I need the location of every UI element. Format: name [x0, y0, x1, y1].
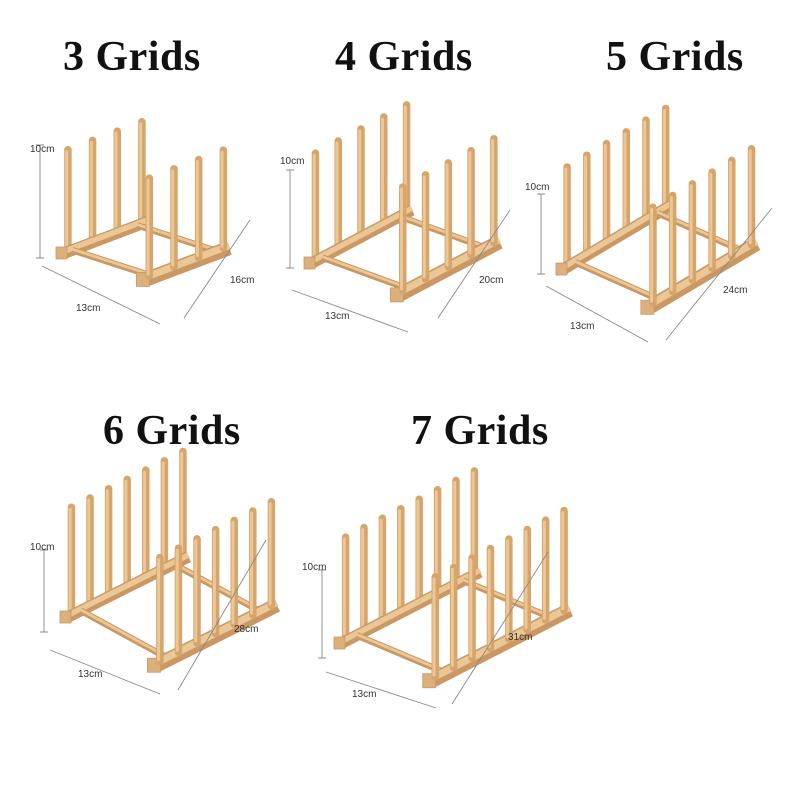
height-label-7: 10cm: [302, 562, 326, 573]
back-rail-highlight: [64, 552, 190, 619]
rail-end-cap: [555, 262, 568, 276]
width-label-6: 13cm: [78, 669, 102, 680]
height-label-4: 10cm: [280, 156, 304, 167]
length-label-3: 16cm: [230, 275, 254, 286]
cross-dowel-highlight: [574, 260, 662, 301]
cross-dowel-highlight: [321, 255, 411, 290]
height-label-3: 10cm: [30, 144, 54, 155]
cross-dowel-highlight: [71, 247, 155, 277]
dimension-lines-3: [36, 144, 251, 325]
dimension-lines-7: [318, 551, 549, 709]
rack-4-grids-frame: [303, 101, 503, 303]
dimension-lines-6: [40, 539, 267, 695]
length-label-5: 24cm: [723, 285, 747, 296]
width-label-3: 13cm: [76, 303, 100, 314]
rack-3-grids-frame: [55, 118, 232, 288]
length-label-6: 28cm: [234, 624, 258, 635]
title-7-grids: 7 Grids: [411, 408, 549, 454]
width-label-4: 13cm: [325, 311, 349, 322]
front-rail-highlight: [646, 238, 759, 310]
title-3-grids: 3 Grids: [63, 34, 201, 80]
rail-end-cap: [303, 256, 316, 270]
rack-6-grids-frame: [59, 447, 281, 673]
height-label-5: 10cm: [525, 182, 549, 193]
dimension-lines-4: [286, 169, 511, 333]
title-6-grids: 6 Grids: [103, 408, 241, 454]
rail-end-cap: [55, 246, 68, 260]
dimension-lines-5: [537, 193, 773, 343]
rack-7-grids-frame: [333, 467, 573, 689]
title-5-grids: 5 Grids: [606, 34, 744, 80]
cross-dowel-highlight: [80, 608, 170, 660]
title-4-grids: 4 Grids: [335, 34, 473, 80]
width-label-7: 13cm: [352, 689, 376, 700]
rail-end-cap: [333, 636, 346, 650]
height-label-6: 10cm: [30, 542, 54, 553]
front-rail-highlight: [142, 242, 231, 282]
rail-end-cap: [59, 610, 72, 624]
length-label-7: 31cm: [508, 632, 532, 643]
length-label-4: 20cm: [479, 275, 503, 286]
back-rail-highlight: [61, 217, 149, 255]
back-rail-highlight: [308, 205, 414, 265]
rack-5-grids-frame: [555, 104, 761, 315]
width-label-5: 13cm: [570, 321, 594, 332]
